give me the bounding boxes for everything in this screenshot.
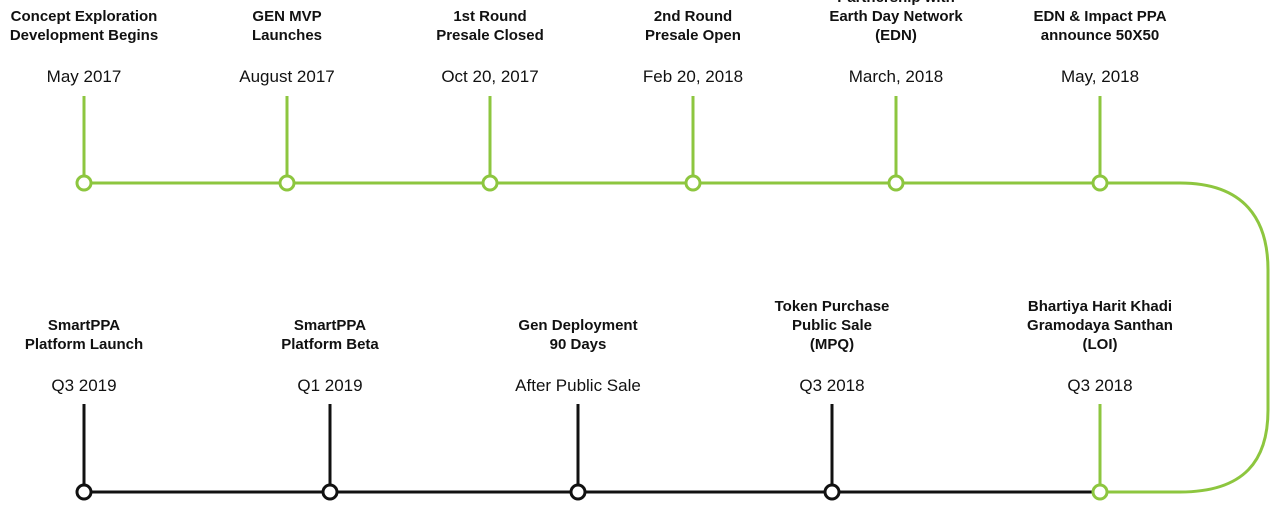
top-milestone-node-3	[684, 174, 702, 192]
milestone-title: Bhartiya Harit Khadi Gramodaya Santhan (…	[1027, 298, 1173, 353]
bottom-milestone-node-0	[75, 483, 93, 501]
milestone-title: Partnership with Earth Day Network (EDN)	[829, 0, 963, 44]
top-milestone-node-2	[481, 174, 499, 192]
bottom-milestone-node-3	[823, 483, 841, 501]
milestone-date: May 2017	[46, 67, 122, 86]
milestone-title: Concept Exploration Development Begins	[9, 8, 159, 44]
bottom-milestone-node-1	[321, 483, 339, 501]
top-milestone-node-5	[1091, 174, 1109, 192]
milestone-title: EDN & Impact PPA announce 50X50	[1033, 8, 1167, 44]
timeline-curve-connector	[1100, 181, 1270, 494]
milestone-title: GEN MVP Launches	[251, 8, 323, 44]
milestone-title: 1st Round Presale Closed	[436, 8, 544, 44]
milestone-title: 2nd Round Presale Open	[645, 8, 741, 44]
milestone-date: Q3 2018	[799, 376, 865, 395]
milestone-date: Oct 20, 2017	[441, 67, 539, 86]
top-milestone-node-1	[278, 174, 296, 192]
milestone-title: Gen Deployment 90 Days	[518, 317, 638, 353]
milestone-date: After Public Sale	[515, 376, 641, 395]
bottom-milestone-node-2	[569, 483, 587, 501]
milestone-date: May, 2018	[1060, 67, 1140, 86]
top-milestone-node-0	[75, 174, 93, 192]
milestone-date: August 2017	[239, 67, 335, 86]
top-milestone-node-4	[887, 174, 905, 192]
milestone-title: Token Purchase Public Sale (MPQ)	[774, 298, 890, 353]
bottom-milestone-node-4	[1091, 483, 1109, 501]
milestone-date: Feb 20, 2018	[642, 67, 744, 86]
milestone-date: Q1 2019	[297, 376, 363, 395]
milestone-date: March, 2018	[848, 67, 944, 86]
milestone-title: SmartPPA Platform Launch	[24, 317, 144, 353]
milestone-date: Q3 2019	[51, 376, 117, 395]
milestone-date: Q3 2018	[1067, 376, 1133, 395]
milestone-title: SmartPPA Platform Beta	[281, 317, 379, 353]
